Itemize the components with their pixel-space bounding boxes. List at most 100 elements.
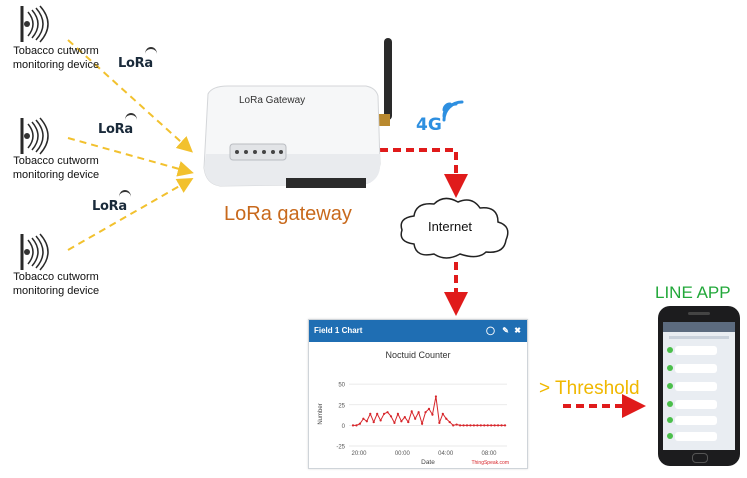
data-point — [365, 420, 368, 423]
data-point — [369, 412, 372, 415]
chart-panel-title: Field 1 Chart — [314, 326, 363, 335]
device-label-1: Tobacco cutworm monitoring device — [0, 44, 116, 72]
lora-gateway-device — [203, 38, 392, 188]
device-label-line2: monitoring device — [12, 59, 100, 71]
device-label-line1: Tobacco cutworm — [13, 271, 99, 283]
antenna-icon — [384, 38, 392, 120]
data-point — [438, 421, 441, 424]
data-point — [351, 424, 355, 427]
data-point — [410, 410, 413, 413]
wireless-icon — [118, 190, 131, 204]
x-tick-label: 20:00 — [351, 451, 367, 457]
lora-badge-text: LoRa — [98, 122, 133, 137]
smartphone — [658, 306, 740, 466]
y-tick-label: 0 — [342, 424, 346, 430]
device-label-line1: Tobacco cutworm — [13, 45, 99, 57]
data-point — [490, 424, 493, 427]
data-point — [486, 424, 489, 427]
lora-link-2 — [67, 137, 194, 177]
lora-link-1 — [67, 39, 193, 153]
wireless-icon — [124, 113, 137, 127]
x-tick-label: 00:00 — [395, 451, 411, 457]
threshold-label: > Threshold — [539, 378, 640, 399]
y-tick-label: 25 — [338, 403, 345, 409]
data-point — [420, 422, 424, 425]
trap-device-icon — [20, 233, 49, 271]
device-label-3: Tobacco cutworm monitoring device — [0, 270, 116, 298]
data-point — [372, 420, 375, 424]
series-line — [353, 396, 505, 426]
comment-icon[interactable]: ◯ — [486, 326, 495, 335]
data-point — [503, 424, 507, 427]
lora-badge: LoRa — [92, 190, 131, 214]
y-axis-label: Number — [318, 403, 324, 424]
internet-label: Internet — [427, 219, 473, 234]
data-point — [479, 424, 482, 427]
device-label-line2: monitoring device — [12, 285, 100, 297]
data-point — [379, 419, 382, 422]
lora-badge: LoRa — [118, 47, 157, 71]
data-point — [493, 424, 496, 427]
wireless-icon — [144, 47, 157, 61]
y-tick-label: -25 — [336, 445, 345, 451]
line-app-label: LINE APP — [655, 283, 731, 302]
data-point — [407, 420, 410, 424]
gateway-device-text: LoRa Gateway — [239, 95, 306, 106]
data-point — [496, 424, 500, 427]
data-point — [389, 415, 393, 418]
chart-title: Noctuid Counter — [385, 350, 450, 360]
data-point — [400, 420, 403, 423]
data-point — [386, 411, 389, 414]
gateway-caption: LoRa gateway — [224, 203, 352, 225]
data-point — [431, 413, 434, 416]
data-point — [434, 395, 438, 398]
data-point — [483, 424, 486, 427]
data-point — [393, 421, 396, 424]
data-point — [469, 424, 472, 427]
data-point — [445, 417, 448, 420]
data-point — [376, 412, 379, 415]
data-point — [465, 424, 469, 427]
lora-link-3 — [67, 178, 194, 251]
data-point — [448, 420, 451, 424]
x-tick-label: 04:00 — [438, 451, 454, 457]
chart-panel-header: Field 1 Chart ◯ ✎ ✖ — [309, 320, 527, 342]
device-label-2: Tobacco cutworm monitoring device — [0, 154, 116, 182]
data-point — [472, 424, 476, 427]
internet-cloud-icon — [400, 197, 509, 259]
data-point — [355, 424, 358, 427]
data-point — [455, 423, 458, 426]
trap-device-icon — [20, 5, 49, 43]
data-point — [424, 411, 427, 414]
lora-badge: LoRa — [98, 113, 137, 137]
lora-badge-text: LoRa — [92, 199, 127, 214]
trap-device-icon — [20, 117, 49, 155]
data-point — [427, 407, 431, 410]
data-point — [500, 424, 503, 427]
data-point — [452, 424, 455, 427]
data-point — [403, 416, 406, 419]
cellular-4g-label: 4G — [416, 115, 442, 135]
line-chat-screen — [663, 322, 735, 450]
data-point — [417, 411, 420, 414]
edit-pencil-icon[interactable]: ✎ — [502, 326, 509, 335]
data-point — [396, 412, 400, 415]
y-tick-label: 50 — [338, 383, 345, 389]
thingspeak-credit: ThingSpeak.com — [471, 460, 509, 466]
lora-badge-text: LoRa — [118, 56, 153, 71]
data-point — [441, 412, 444, 415]
device-label-line2: monitoring device — [12, 169, 100, 181]
x-axis-label: Date — [421, 459, 435, 466]
x-tick-label: 08:00 — [481, 451, 497, 457]
thingspeak-chart-panel: Field 1 Chart ◯ ✎ ✖ Noctuid Counter -25 0 2… — [308, 319, 528, 469]
close-icon[interactable]: ✖ — [514, 326, 521, 335]
wireless-signal-icon — [442, 100, 464, 122]
data-point — [414, 417, 417, 420]
data-point — [476, 424, 479, 427]
data-point — [458, 424, 462, 427]
data-point — [382, 412, 386, 415]
data-point — [358, 422, 362, 425]
data-point — [362, 417, 365, 420]
